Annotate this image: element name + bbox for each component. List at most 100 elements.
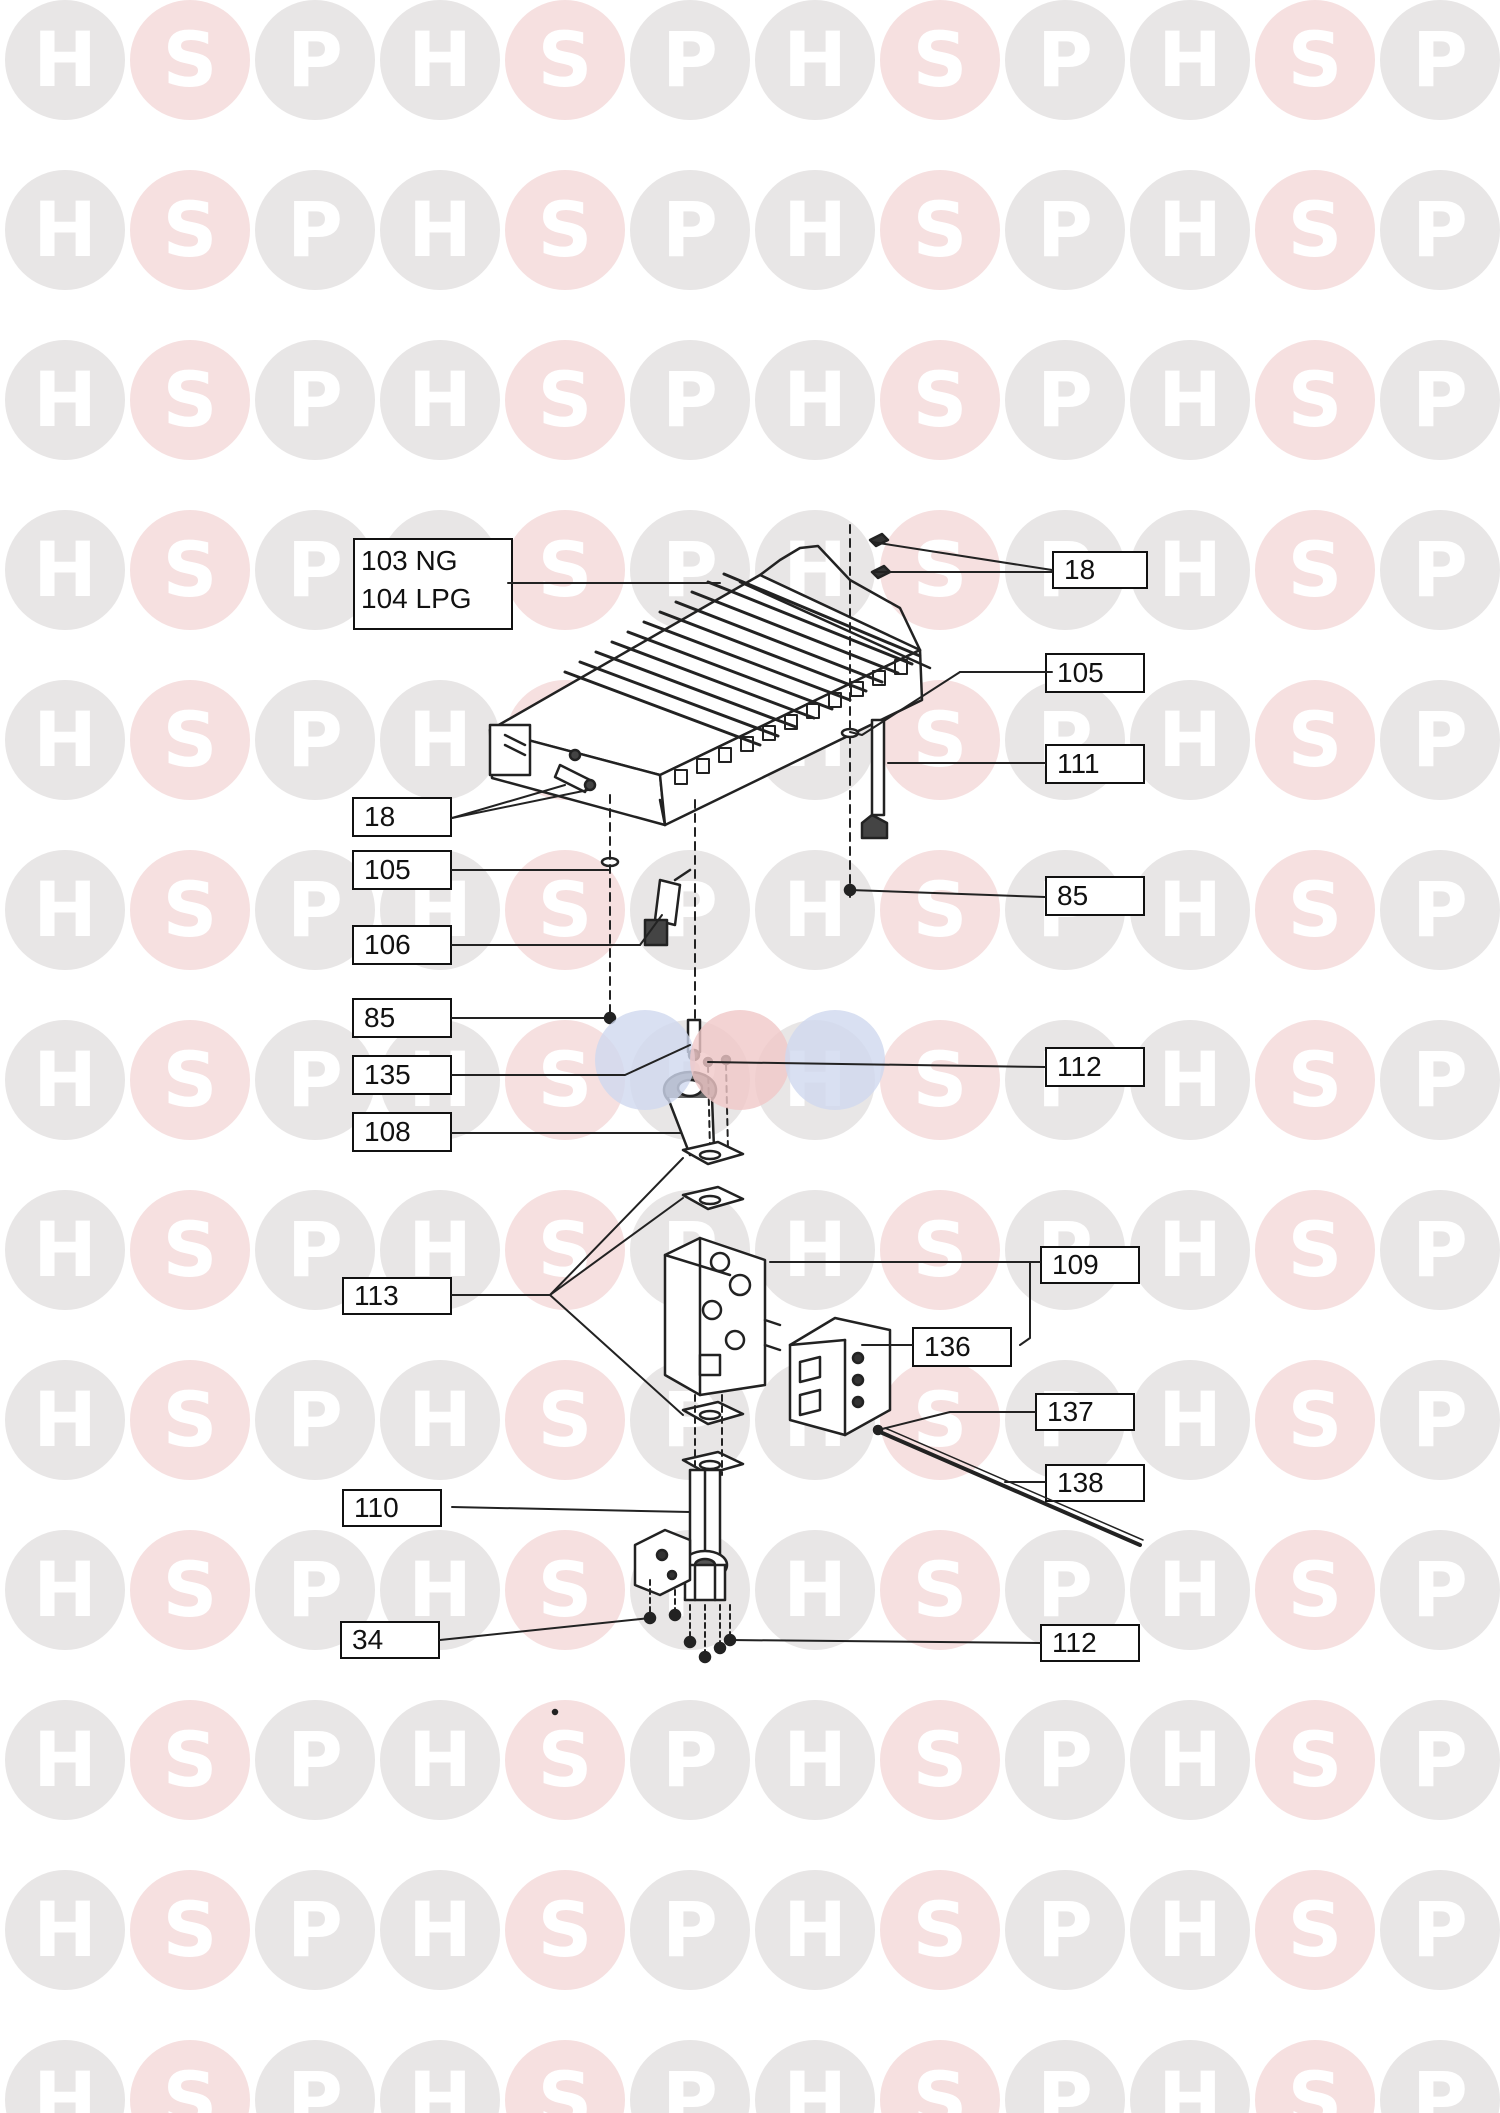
- callout-34: 34: [340, 1621, 440, 1659]
- watermark-letter: P: [1412, 1205, 1468, 1294]
- watermark-circle: [880, 1190, 1000, 1310]
- watermark-circle: [255, 1870, 375, 1990]
- watermark-circle: [505, 1700, 625, 1820]
- watermark-letter: S: [163, 2055, 218, 2113]
- watermark-letter: P: [287, 1885, 343, 1974]
- watermark-letter: S: [913, 695, 968, 784]
- watermark-circle: [880, 1530, 1000, 1650]
- watermark-circle: [130, 1020, 250, 1140]
- watermark-letter: S: [163, 525, 218, 614]
- callout-113: 113: [342, 1277, 452, 1315]
- watermark-circle: [505, 850, 625, 970]
- watermark-circle: [1130, 1870, 1250, 1990]
- watermark-letter: S: [1288, 865, 1343, 954]
- watermark-circle: [1130, 850, 1250, 970]
- watermark-circle: [1380, 1870, 1500, 1990]
- watermark-circle: [255, 1530, 375, 1650]
- watermark-letter: H: [1158, 525, 1222, 614]
- watermark-circle: [130, 1870, 250, 1990]
- watermark-letter: P: [1037, 355, 1093, 444]
- watermark-circle: [880, 1870, 1000, 1990]
- watermark-circle: [880, 850, 1000, 970]
- watermark-letter: P: [662, 15, 718, 104]
- watermark-circle: [130, 850, 250, 970]
- callout-136: 136: [912, 1327, 1012, 1367]
- watermark-circle: [130, 170, 250, 290]
- watermark-letter: S: [913, 355, 968, 444]
- watermark-circle: [130, 680, 250, 800]
- watermark-circle: [380, 1360, 500, 1480]
- watermark-circle: [5, 0, 125, 120]
- watermark-letter: H: [1158, 865, 1222, 954]
- watermark-letter: S: [913, 1035, 968, 1124]
- watermark-circle: [5, 510, 125, 630]
- watermark-letter: S: [538, 525, 593, 614]
- watermark-letter: P: [1412, 1375, 1468, 1464]
- watermark-circle: [880, 170, 1000, 290]
- watermark-circle: [1255, 170, 1375, 290]
- watermark-circle: [505, 340, 625, 460]
- watermark-letter: H: [33, 525, 97, 614]
- watermark-letter: S: [163, 185, 218, 274]
- watermark-letter: P: [287, 1545, 343, 1634]
- watermark-letter: P: [287, 2055, 343, 2113]
- watermark-circle: [755, 0, 875, 120]
- watermark-letter: P: [1412, 1035, 1468, 1124]
- watermark-letter: P: [1412, 1545, 1468, 1634]
- watermark-letter: S: [538, 15, 593, 104]
- watermark-circle: [1255, 1360, 1375, 1480]
- watermark-circle: [380, 1870, 500, 1990]
- watermark-letter: P: [1037, 1715, 1093, 1804]
- watermark-letter: H: [1158, 1715, 1222, 1804]
- watermark-letter: S: [538, 355, 593, 444]
- watermark-circle: [755, 170, 875, 290]
- watermark-letter: H: [1158, 695, 1222, 784]
- watermark-letter: H: [33, 1545, 97, 1634]
- watermark-circle: [505, 0, 625, 120]
- watermark-letter: S: [913, 15, 968, 104]
- watermark-circle: [630, 2040, 750, 2113]
- watermark-letter: H: [33, 1375, 97, 1464]
- watermark-letter: H: [33, 185, 97, 274]
- callout-18-left: 18: [352, 797, 452, 837]
- watermark-circle: [880, 340, 1000, 460]
- watermark-letter: S: [163, 15, 218, 104]
- watermark-circle: [380, 2040, 500, 2113]
- watermark-letter: P: [287, 355, 343, 444]
- callout-103-line: 103 NG: [361, 545, 458, 576]
- watermark-circle: [880, 1020, 1000, 1140]
- electrode-106: [600, 856, 692, 947]
- watermark-letter: P: [1412, 15, 1468, 104]
- watermark-letter: P: [662, 1715, 718, 1804]
- watermark-circle: [1005, 0, 1125, 120]
- watermark-circle: [130, 2040, 250, 2113]
- watermark-circle: [5, 1530, 125, 1650]
- watermark-letter: H: [408, 185, 472, 274]
- watermark-circle: [1380, 1360, 1500, 1480]
- watermark-circle: [1005, 1530, 1125, 1650]
- watermark-circle: [1255, 0, 1375, 120]
- watermark-circle: [255, 680, 375, 800]
- watermark-letter: H: [408, 1375, 472, 1464]
- watermark-circle: [1380, 680, 1500, 800]
- watermark-circle: [1130, 0, 1250, 120]
- leader-lines: [439, 541, 1053, 1644]
- watermark-circle: [755, 850, 875, 970]
- watermark-letter: S: [538, 1885, 593, 1974]
- watermark-letter: H: [33, 1205, 97, 1294]
- watermark-letter: H: [783, 1885, 847, 1974]
- watermark-circle: [505, 1870, 625, 1990]
- watermark-circle: [880, 1700, 1000, 1820]
- watermark-circle: [1005, 2040, 1125, 2113]
- watermark-circle: [1255, 1700, 1375, 1820]
- watermark-circle: [755, 340, 875, 460]
- watermark-letter: P: [1037, 185, 1093, 274]
- watermark-letter: P: [287, 695, 343, 784]
- watermark-circle: [5, 170, 125, 290]
- watermark-circle: [1130, 340, 1250, 460]
- watermark-circle: [1255, 340, 1375, 460]
- watermark-letter: P: [1412, 355, 1468, 444]
- watermark-circle: [630, 340, 750, 460]
- watermark-letter: S: [163, 1715, 218, 1804]
- watermark-circle: [130, 0, 250, 120]
